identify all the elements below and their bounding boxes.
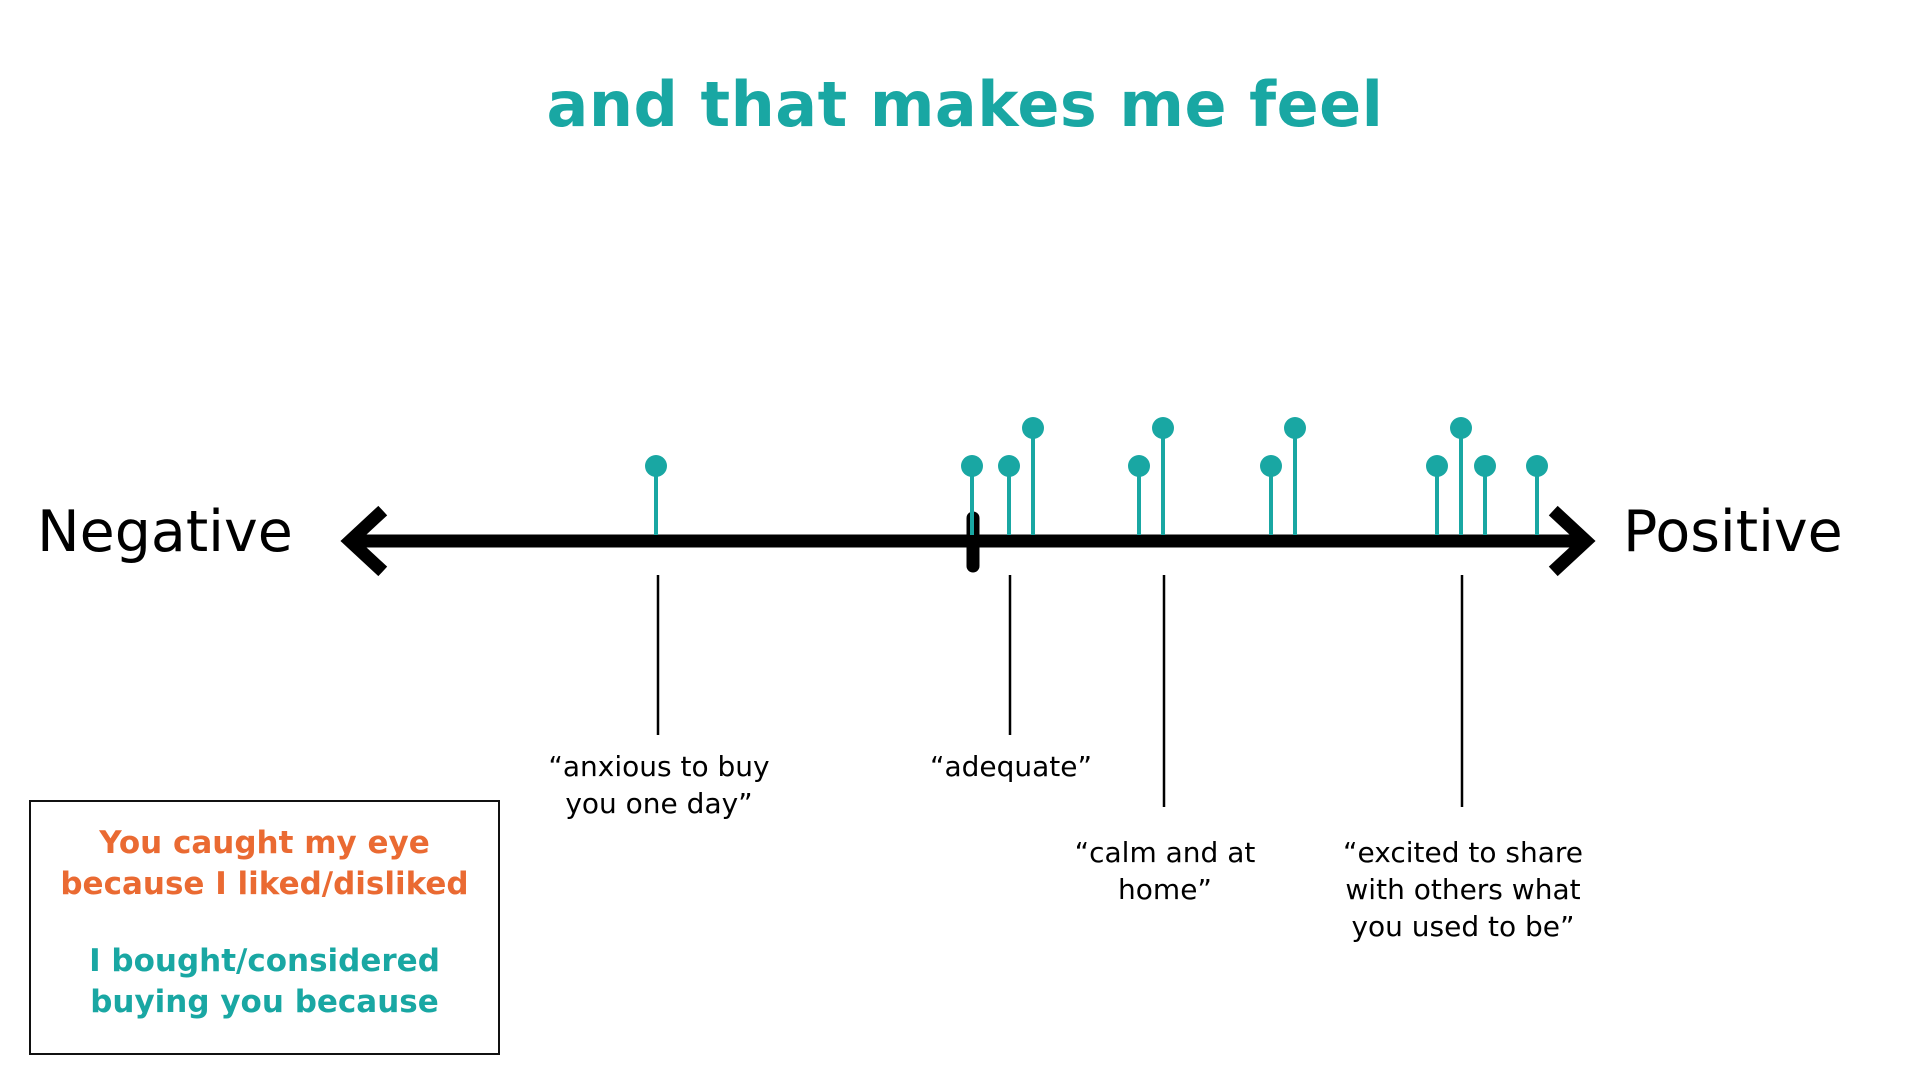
page-title: and that makes me feel — [546, 68, 1384, 141]
pin-head — [998, 455, 1020, 477]
legend-liked-text: You caught my eye because I liked/dislik… — [60, 825, 469, 902]
pin-head — [1474, 455, 1496, 477]
pin-head — [1284, 417, 1306, 439]
quote-adequate: “adequate” — [929, 750, 1093, 783]
pin-head — [1450, 417, 1472, 439]
axis-arrow-right — [1548, 505, 1596, 577]
quote-anxious: “anxious to buy you one day” — [548, 750, 770, 820]
positive-label: Positive — [1623, 499, 1843, 565]
pin-head — [961, 455, 983, 477]
pin-head — [645, 455, 667, 477]
quote-calm: “calm and at home” — [1074, 836, 1256, 906]
pin-head — [1152, 417, 1174, 439]
pin-head — [1128, 455, 1150, 477]
pin-head — [1260, 455, 1282, 477]
pin-head — [1526, 455, 1548, 477]
pin-head — [1426, 455, 1448, 477]
quote-leaders — [656, 575, 1464, 807]
negative-label: Negative — [37, 499, 293, 565]
quote-excited: “excited to share with others what you u… — [1343, 836, 1583, 943]
axis-arrow-left — [340, 505, 388, 577]
pin-head — [1022, 417, 1044, 439]
legend-box: You caught my eye because I liked/dislik… — [29, 800, 500, 1055]
response-pins — [645, 417, 1548, 535]
legend-bought-text: I bought/considered buying you because — [89, 943, 440, 1020]
